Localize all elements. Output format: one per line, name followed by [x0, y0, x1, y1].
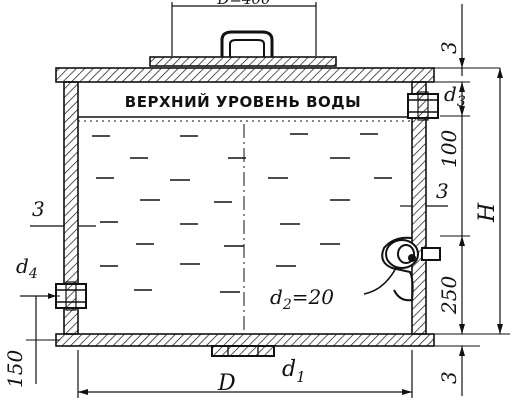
svg-text:3: 3 — [437, 371, 461, 384]
water-level-label: ВЕРХНИЙ УРОВЕНЬ ВОДЫ — [125, 92, 361, 111]
svg-text:3: 3 — [32, 197, 45, 221]
tank-bottom-plate — [55, 333, 435, 347]
diameter-dimension: D — [77, 350, 413, 398]
outlet-label: d1 — [282, 357, 306, 386]
tank-top-cover — [55, 67, 435, 83]
float-valve-label: d2=20 — [270, 285, 334, 313]
hatch-width-label: D=400 — [216, 0, 271, 8]
overflow-label: d3 — [444, 82, 466, 110]
overflow-nozzle — [407, 91, 439, 121]
drain-label: d4 — [16, 254, 38, 282]
float-valve — [381, 236, 441, 302]
drain-height-dimension: 150 — [3, 295, 60, 388]
left-wall-dimension: 3 — [30, 197, 96, 227]
svg-text:H: H — [475, 202, 500, 223]
water-level-lines — [78, 116, 410, 122]
hatch-width-dimension: D=400 — [171, 0, 317, 56]
svg-text:250: 250 — [437, 276, 461, 315]
svg-text:150: 150 — [3, 350, 27, 388]
hatch-lid — [149, 30, 337, 67]
diameter-label: D — [217, 371, 236, 396]
right-dimension-chain: 3 100 250 3 H — [434, 4, 510, 396]
drain-nozzle — [55, 281, 87, 311]
svg-text:3: 3 — [437, 41, 461, 54]
svg-text:100: 100 — [437, 130, 461, 168]
float-valve-leader — [363, 267, 397, 295]
svg-text:3: 3 — [436, 179, 449, 203]
right-wall-dimension: 3 — [400, 179, 449, 207]
outlet-nozzle — [211, 345, 275, 357]
water-surface-dashes — [92, 133, 392, 293]
